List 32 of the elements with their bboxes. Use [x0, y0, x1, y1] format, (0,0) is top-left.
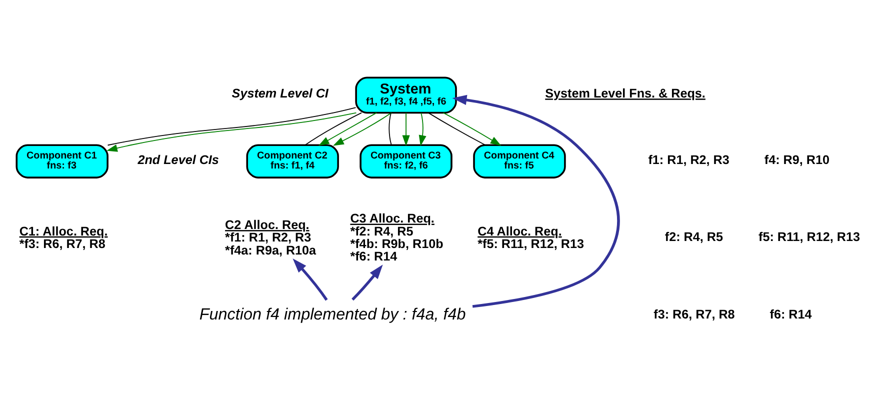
label: f4: R9, R10: [764, 152, 830, 166]
node-box: Component C2 fns: f1, f4: [246, 144, 339, 178]
arrow: [333, 112, 392, 146]
label: 2nd Level CIs: [138, 152, 219, 166]
node-text: C4 Alloc. Req. *f5: R11, R12, R13: [478, 224, 584, 250]
node-text: C1: Alloc. Req. *f3: R6, R7, R8: [19, 224, 108, 250]
label: System Level CI: [232, 86, 328, 100]
label: f1: R1, R2, R3: [648, 152, 730, 166]
label: f2: R4, R5: [664, 230, 723, 244]
connector: [304, 112, 362, 146]
arrow: [402, 112, 410, 146]
arrow: [442, 112, 502, 146]
label: f6: R14: [770, 307, 812, 322]
arrow: [418, 112, 426, 146]
connector: [388, 112, 392, 145]
arrow: [292, 258, 328, 300]
arrow: [106, 112, 357, 152]
node-box: System f1, f2, f3, f4 ,f5, f6: [355, 76, 457, 114]
node-box: Component C4 fns: f5: [473, 144, 566, 178]
connector: [428, 112, 486, 146]
arrow: [352, 264, 383, 300]
node-text: C2 Alloc. Req. *f1: R1, R2, R3 *f4a: R9a, R10a: [225, 218, 316, 257]
node-text: C3 Alloc. Req. *f2: R4, R5 *f4b: R9b, R10b *f6: R14: [350, 211, 444, 264]
label: f5: R11, R12, R13: [758, 230, 860, 244]
node-box: Component C3 fns: f2, f6: [360, 144, 452, 178]
node-text: Function f4 implemented by : f4a, f4b: [199, 304, 466, 323]
arrow: [452, 94, 620, 308]
label: f3: R6, R7, R8: [654, 307, 735, 322]
connector: [107, 106, 356, 146]
node-box: Component C1 fns: f3: [16, 144, 108, 178]
arrow: [318, 112, 377, 146]
label: System Level Fns. & Reqs.: [545, 86, 706, 100]
